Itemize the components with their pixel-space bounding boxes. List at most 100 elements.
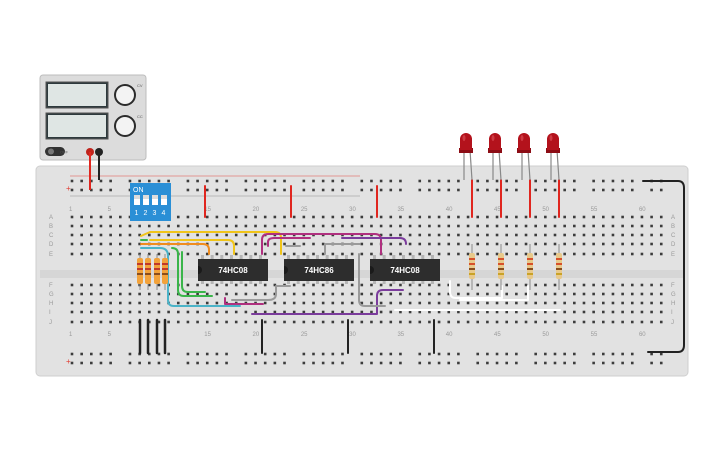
breadboard-hole[interactable] <box>157 301 161 305</box>
breadboard-hole[interactable] <box>119 320 122 324</box>
breadboard-hole[interactable] <box>630 292 634 296</box>
breadboard-hole[interactable] <box>196 361 199 365</box>
breadboard-hole[interactable] <box>321 301 325 305</box>
breadboard-hole[interactable] <box>437 224 441 228</box>
breadboard-hole[interactable] <box>611 301 615 305</box>
breadboard-hole[interactable] <box>225 320 228 324</box>
breadboard-hole[interactable] <box>515 188 518 192</box>
breadboard-hole[interactable] <box>573 292 576 296</box>
breadboard-hole[interactable] <box>505 233 508 237</box>
breadboard-hole[interactable] <box>418 224 422 228</box>
breadboard-hole[interactable] <box>302 361 306 365</box>
breadboard-hole[interactable] <box>495 215 499 219</box>
breadboard-hole[interactable] <box>399 320 402 324</box>
breadboard-hole[interactable] <box>254 224 257 228</box>
breadboard-hole[interactable] <box>544 179 547 183</box>
breadboard-hole[interactable] <box>640 215 644 219</box>
breadboard-hole[interactable] <box>592 283 595 287</box>
breadboard-hole[interactable] <box>573 252 576 256</box>
breadboard-hole[interactable] <box>659 283 663 287</box>
breadboard-hole[interactable] <box>428 242 431 246</box>
breadboard-hole[interactable] <box>186 320 190 324</box>
breadboard-hole[interactable] <box>234 233 238 237</box>
breadboard-hole[interactable] <box>70 179 74 183</box>
breadboard-hole[interactable] <box>186 215 190 219</box>
breadboard-hole[interactable] <box>273 301 277 305</box>
breadboard-hole[interactable] <box>370 252 373 256</box>
breadboard-hole[interactable] <box>157 292 161 296</box>
breadboard-hole[interactable] <box>650 361 653 365</box>
breadboard-hole[interactable] <box>370 292 373 296</box>
breadboard-hole[interactable] <box>379 283 383 287</box>
breadboard-hole[interactable] <box>263 352 267 356</box>
breadboard-hole[interactable] <box>630 320 634 324</box>
ic-chip[interactable]: 74HC86 <box>284 255 354 284</box>
breadboard-hole[interactable] <box>370 224 373 228</box>
breadboard-hole[interactable] <box>515 352 518 356</box>
breadboard-hole[interactable] <box>292 292 296 296</box>
breadboard-hole[interactable] <box>495 242 499 246</box>
breadboard-hole[interactable] <box>147 179 151 183</box>
breadboard-hole[interactable] <box>119 283 122 287</box>
breadboard-hole[interactable] <box>99 179 103 183</box>
breadboard-hole[interactable] <box>495 361 499 365</box>
breadboard-hole[interactable] <box>283 179 286 183</box>
breadboard-hole[interactable] <box>563 242 566 246</box>
breadboard-hole[interactable] <box>486 242 489 246</box>
breadboard-hole[interactable] <box>495 224 499 228</box>
breadboard-hole[interactable] <box>109 310 112 314</box>
breadboard-hole[interactable] <box>302 179 306 183</box>
breadboard-hole[interactable] <box>273 310 277 314</box>
breadboard-hole[interactable] <box>457 233 460 237</box>
breadboard-hole[interactable] <box>476 252 480 256</box>
breadboard-hole[interactable] <box>659 242 663 246</box>
breadboard-hole[interactable] <box>70 283 74 287</box>
breadboard-hole[interactable] <box>428 292 431 296</box>
breadboard-hole[interactable] <box>582 283 586 287</box>
breadboard-hole[interactable] <box>379 233 383 237</box>
breadboard-hole[interactable] <box>563 215 566 219</box>
resistor[interactable] <box>137 258 143 284</box>
breadboard-hole[interactable] <box>128 215 132 219</box>
breadboard-hole[interactable] <box>138 301 141 305</box>
breadboard-hole[interactable] <box>321 179 325 183</box>
breadboard-hole[interactable] <box>186 283 190 287</box>
breadboard-hole[interactable] <box>621 292 624 296</box>
breadboard-hole[interactable] <box>312 188 315 192</box>
breadboard-hole[interactable] <box>659 320 663 324</box>
breadboard-hole[interactable] <box>70 352 74 356</box>
breadboard-hole[interactable] <box>109 320 112 324</box>
breadboard-hole[interactable] <box>119 310 122 314</box>
breadboard-hole[interactable] <box>582 215 586 219</box>
breadboard-hole[interactable] <box>476 283 480 287</box>
breadboard-hole[interactable] <box>225 283 228 287</box>
breadboard-hole[interactable] <box>659 233 663 237</box>
breadboard-hole[interactable] <box>312 179 315 183</box>
breadboard-hole[interactable] <box>515 361 518 365</box>
breadboard-hole[interactable] <box>215 188 219 192</box>
breadboard-hole[interactable] <box>292 242 296 246</box>
breadboard-hole[interactable] <box>399 252 402 256</box>
breadboard-hole[interactable] <box>447 301 451 305</box>
breadboard-hole[interactable] <box>360 292 364 296</box>
breadboard-hole[interactable] <box>640 252 644 256</box>
breadboard-hole[interactable] <box>399 301 402 305</box>
breadboard-hole[interactable] <box>447 292 451 296</box>
breadboard-hole[interactable] <box>650 292 653 296</box>
breadboard-hole[interactable] <box>283 242 286 246</box>
breadboard-hole[interactable] <box>128 179 132 183</box>
breadboard-hole[interactable] <box>650 188 653 192</box>
breadboard-hole[interactable] <box>331 283 335 287</box>
breadboard-hole[interactable] <box>70 215 74 219</box>
breadboard-hole[interactable] <box>563 352 566 356</box>
breadboard-hole[interactable] <box>408 301 412 305</box>
breadboard-hole[interactable] <box>302 352 306 356</box>
breadboard-hole[interactable] <box>254 310 257 314</box>
breadboard-hole[interactable] <box>428 320 431 324</box>
breadboard-hole[interactable] <box>611 252 615 256</box>
breadboard-hole[interactable] <box>234 310 238 314</box>
breadboard-hole[interactable] <box>573 233 576 237</box>
breadboard-hole[interactable] <box>254 292 257 296</box>
breadboard-hole[interactable] <box>370 310 373 314</box>
breadboard-hole[interactable] <box>428 233 431 237</box>
